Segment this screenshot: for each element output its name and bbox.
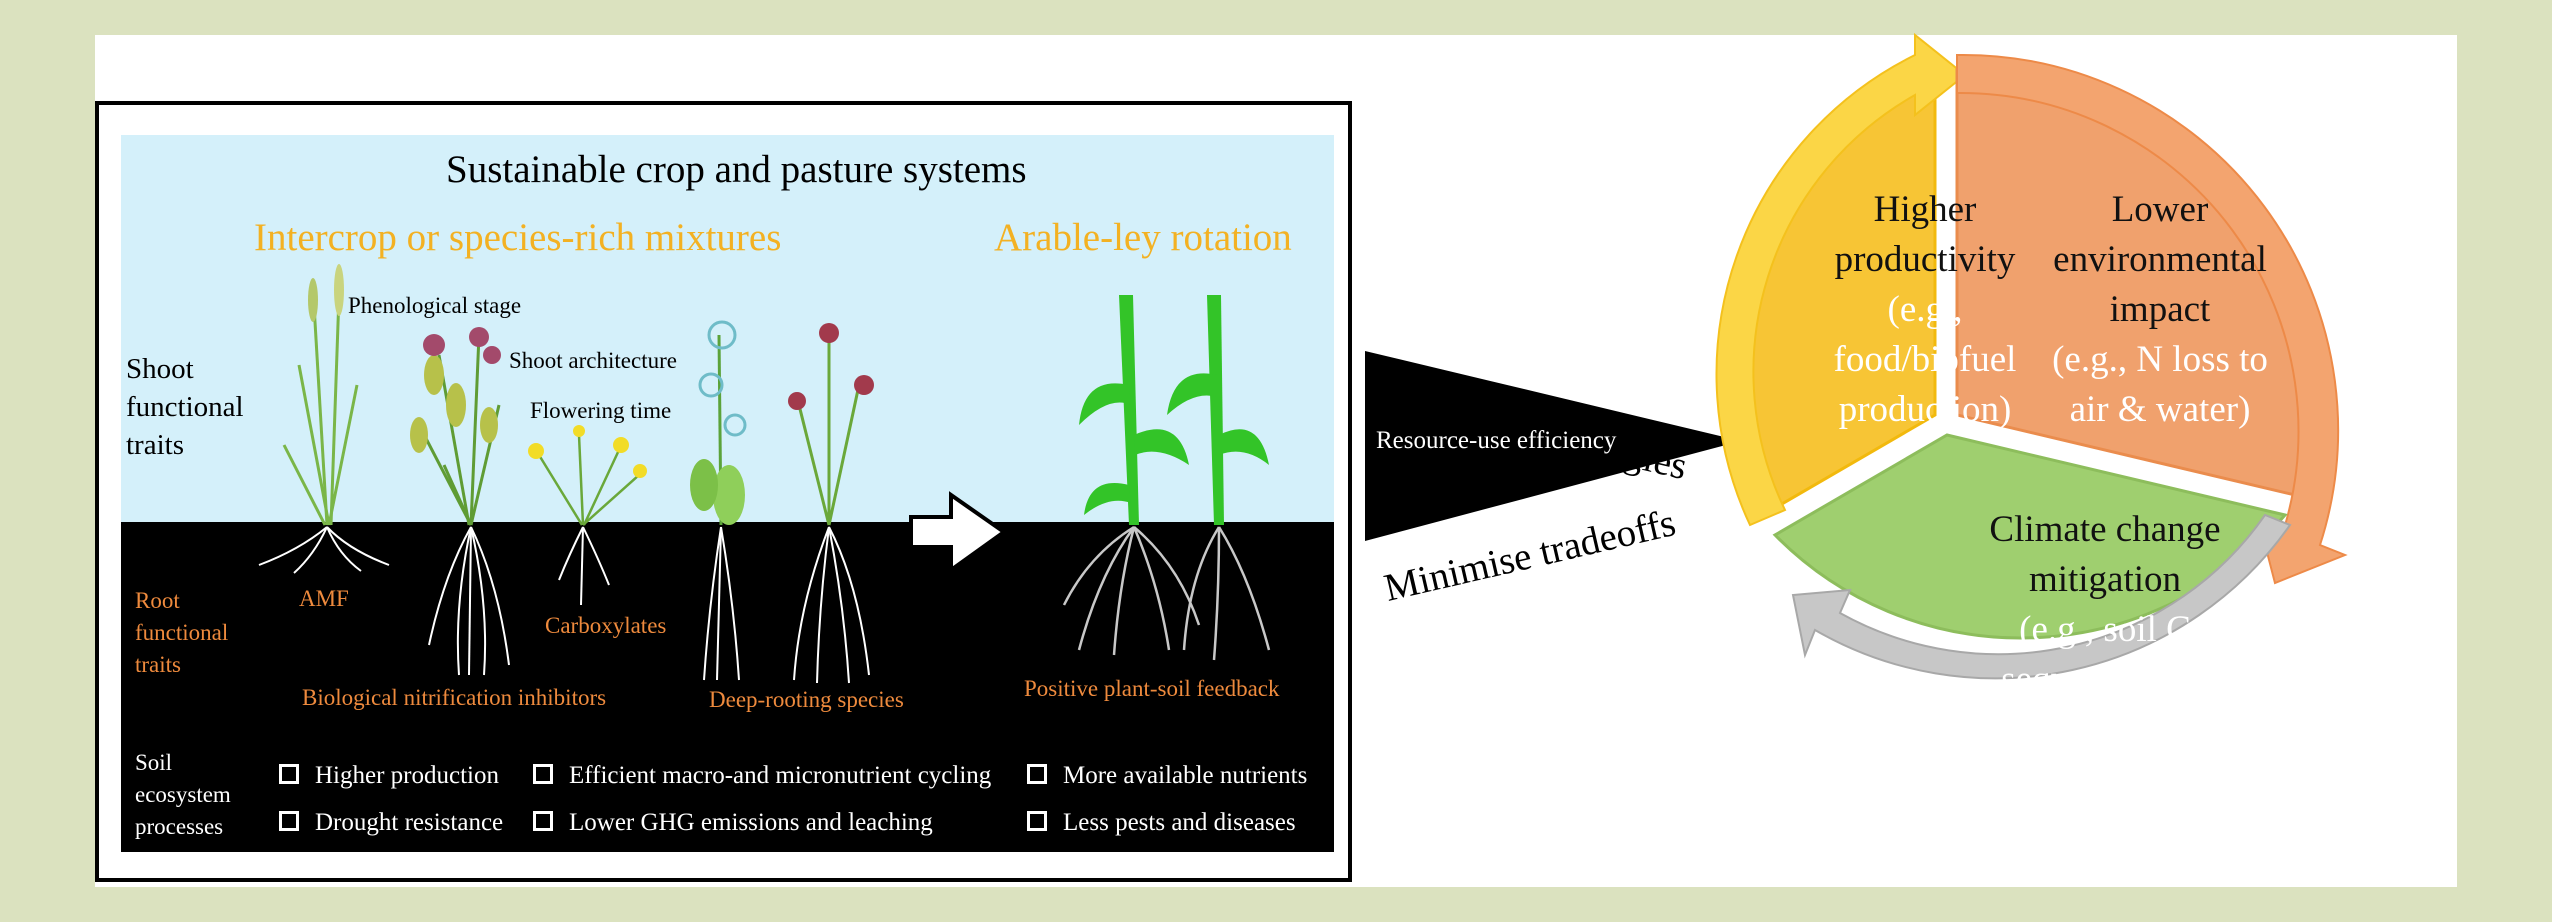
shoot-architecture-label: Shoot architecture xyxy=(509,348,677,373)
productivity-text: Higher productivity (e.g., food/biofuel … xyxy=(1833,189,2017,430)
feedback-label: Positive plant-soil feedback xyxy=(1024,676,1280,701)
climate-arrow-icon xyxy=(1791,513,2292,680)
intercrop-heading: Intercrop or species-rich mixtures xyxy=(254,216,782,259)
wedge-triangle xyxy=(1365,351,1741,541)
wedge-graphic xyxy=(1365,351,1741,541)
deep-rooting-label: Deep-rooting species xyxy=(709,687,904,712)
maize-roots-icon xyxy=(1062,525,1271,661)
checkbox-icon xyxy=(533,764,553,784)
cycle-diagram xyxy=(1715,32,2348,680)
roots-illustration xyxy=(258,526,870,684)
soil-processes-label: Soil ecosystem processes xyxy=(135,750,231,839)
rotation-arrow-icon xyxy=(909,491,1008,574)
climate-text: Climate change mitigation (e.g., soil C … xyxy=(1989,509,2221,700)
environment-arrow-icon xyxy=(1956,53,2348,585)
checkbox-icon xyxy=(279,764,299,784)
shoot-traits-label: Shoot functional traits xyxy=(126,353,244,461)
panel-title: Sustainable crop and pasture systems xyxy=(446,148,1027,191)
carboxylates-label: Carboxylates xyxy=(545,613,667,638)
checkbox-icon xyxy=(279,811,299,831)
grass-plant-icon xyxy=(282,294,359,526)
checkbox-icon xyxy=(533,811,553,831)
maize-plant-icon xyxy=(1079,295,1269,525)
process-item: Drought resistance xyxy=(279,809,503,837)
checkbox-icon xyxy=(1027,764,1047,784)
amf-label: AMF xyxy=(299,586,349,611)
plants-illustration xyxy=(258,264,1271,684)
process-item: Efficient macro-and micronutrient cyclin… xyxy=(533,762,991,790)
tall-legume-icon xyxy=(797,335,861,526)
resource-efficiency-label: Resource-use efficiency xyxy=(1376,427,1617,454)
soil-area xyxy=(121,522,1334,852)
bni-label: Biological nitrification inhibitors xyxy=(302,685,607,710)
flowering-plant-icon xyxy=(537,434,640,526)
productivity-arrow-icon xyxy=(1715,32,1967,527)
figure-canvas: Sustainable crop and pasture systems Int… xyxy=(95,32,2457,887)
root-traits-label: Root functional traits xyxy=(135,588,229,677)
process-item: Less pests and diseases xyxy=(1027,809,1296,837)
checkbox-icon xyxy=(1027,811,1047,831)
process-item: Lower GHG emissions and leaching xyxy=(533,809,933,837)
phenological-stage-label: Phenological stage xyxy=(348,293,522,318)
flowering-time-label: Flowering time xyxy=(530,398,672,423)
rotation-heading: Arable-ley rotation xyxy=(994,216,1292,259)
environment-text: Lower environmental impact (e.g., N loss… xyxy=(2052,189,2268,430)
process-item: More available nutrients xyxy=(1027,762,1307,790)
process-item: Higher production xyxy=(279,762,499,790)
systems-panel: Sustainable crop and pasture systems Int… xyxy=(95,101,1352,882)
